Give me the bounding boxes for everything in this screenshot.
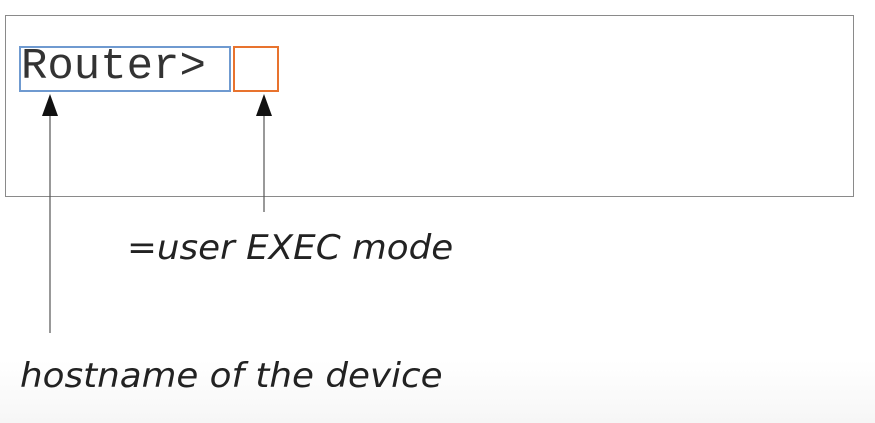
- prompt-hostname: Router: [21, 42, 180, 92]
- cli-prompt: Router>: [21, 42, 206, 92]
- terminal-window: [5, 15, 854, 197]
- hostname-highlight-box: [19, 46, 231, 92]
- mode-arrow-head: [256, 94, 272, 116]
- mode-annotation: =user EXEC mode: [127, 228, 454, 268]
- prompt-mode-symbol: >: [179, 42, 206, 92]
- mode-symbol-highlight-box: [233, 46, 279, 92]
- hostname-annotation: hostname of the device: [20, 356, 443, 396]
- hostname-arrow-head: [42, 94, 58, 116]
